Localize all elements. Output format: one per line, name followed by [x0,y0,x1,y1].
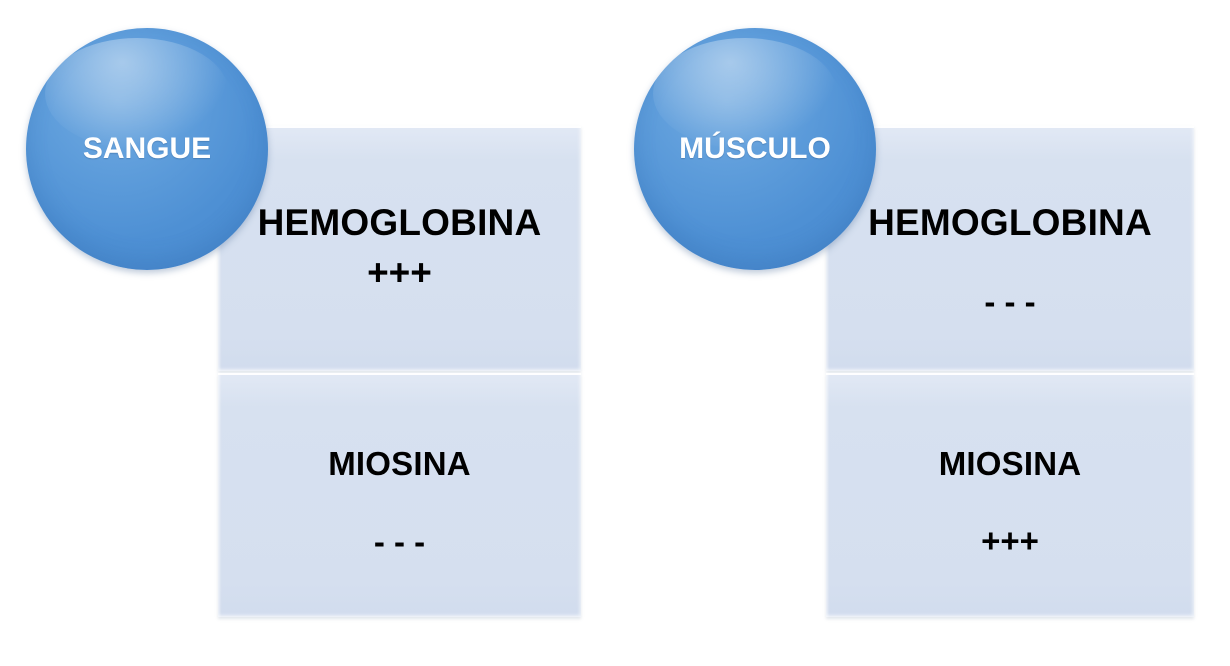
blood-miosina-label: MIOSINA [328,445,471,482]
blood-hemoglobina-cell: HEMOGLOBINA +++ [218,126,581,371]
blood-miosina-cell: MIOSINA - - - [218,373,581,617]
muscle-miosina-label: MIOSINA [938,445,1082,482]
muscle-bubble: MÚSCULO [634,28,876,270]
blood-miosina-mark: - - - [373,523,426,560]
muscle-hemoglobina-label: HEMOGLOBINA [868,202,1152,243]
muscle-miosina-mark: +++ [981,522,1039,559]
blood-hemoglobina-mark: +++ [367,252,432,293]
blood-hemoglobina-label: HEMOGLOBINA [257,202,542,243]
muscle-bubble-label: MÚSCULO [679,132,831,165]
blood-bubble: SANGUE [26,28,268,270]
muscle-miosina-cell: MIOSINA +++ [826,373,1194,617]
blood-bubble-label: SANGUE [82,132,212,165]
muscle-hemoglobina-mark: - - - [984,283,1036,320]
muscle-hemoglobina-cell: HEMOGLOBINA - - - [826,126,1194,371]
